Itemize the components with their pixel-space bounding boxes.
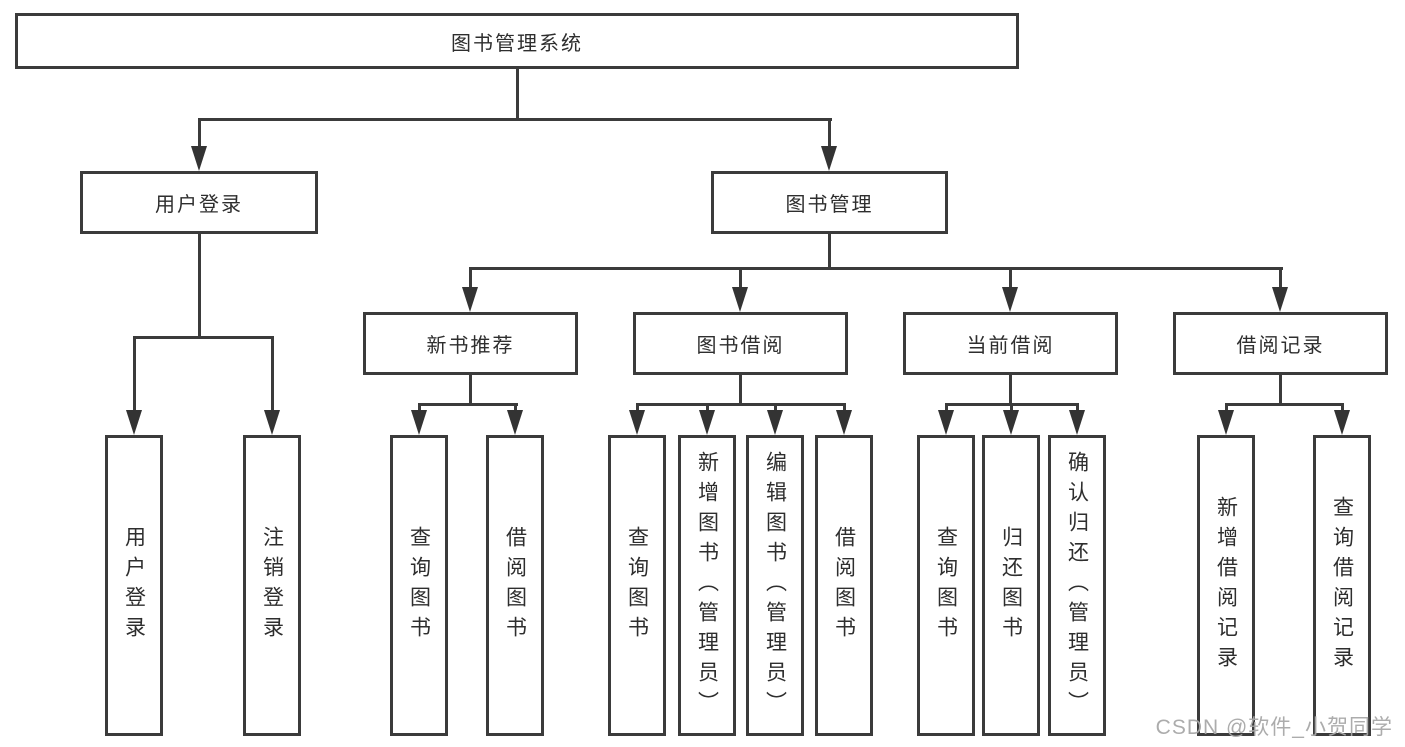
leaf-recommend-query-books-label: 查询图书 [407, 525, 431, 646]
arrowhead-down [507, 410, 523, 435]
arrowhead-down [938, 410, 954, 435]
connector-leaf-stub [706, 403, 709, 413]
leaf-logout: 注销登录 [243, 435, 301, 736]
connector-l3-stub [469, 267, 472, 291]
leaf-recommend-borrow-books: 借阅图书 [486, 435, 544, 736]
node-book-borrowing: 图书借阅 [633, 312, 848, 375]
leaf-borrowing-edit-books-admin: 编辑图书（管理员） [746, 435, 804, 736]
arrowhead-down [126, 410, 142, 435]
arrowhead-down [264, 410, 280, 435]
leaf-records-query-record-label: 查询借阅记录 [1330, 495, 1354, 676]
arrowhead-down [411, 410, 427, 435]
leaf-recommend-borrow-books-label: 借阅图书 [503, 525, 527, 646]
leaf-borrowing-add-books-admin: 新增图书（管理员） [678, 435, 736, 736]
connector-root-vline [516, 69, 519, 121]
node-current-borrowing-label: 当前借阅 [966, 335, 1055, 357]
connector-leaf-stub [1076, 403, 1079, 413]
node-library-system-label: 图书管理系统 [451, 32, 583, 55]
node-new-book-recommend: 新书推荐 [363, 312, 578, 375]
connector-leaf-stub [271, 336, 274, 414]
leaf-current-return-books: 归还图书 [982, 435, 1040, 736]
leaf-current-confirm-return-admin-label: 确认归还（管理员） [1065, 450, 1089, 721]
leaf-borrowing-borrow-books: 借阅图书 [815, 435, 873, 736]
csdn-watermark: CSDN @软件_小贺同学 [1155, 716, 1393, 739]
connector-leaf-stub [1341, 403, 1344, 413]
leaf-logout-label: 注销登录 [260, 525, 284, 646]
leaf-borrowing-edit-books-admin-label: 编辑图书（管理员） [763, 450, 787, 721]
node-book-management: 图书管理 [711, 171, 948, 234]
leaf-user-login-label: 用户登录 [122, 525, 146, 646]
arrowhead-down [462, 287, 478, 312]
connector-borrowing-hline [636, 403, 846, 406]
arrowhead-down [629, 410, 645, 435]
arrowhead-down [1272, 287, 1288, 312]
node-book-borrowing-label: 图书借阅 [696, 335, 785, 357]
connector-root-hline [198, 118, 832, 121]
leaf-records-add-record-label: 新增借阅记录 [1214, 495, 1238, 676]
leaf-current-query-books: 查询图书 [917, 435, 975, 736]
connector-leaf-stub [945, 403, 948, 413]
connector-userlogin-vline [198, 234, 201, 338]
leaf-borrowing-query-books-label: 查询图书 [625, 525, 649, 646]
connector-userlogin-hline [133, 336, 274, 339]
connector-records-vline [1279, 375, 1282, 406]
connector-leaf-stub [1225, 403, 1228, 413]
arrowhead-down [836, 410, 852, 435]
node-borrowing-records-label: 借阅记录 [1236, 335, 1325, 357]
arrowhead-down [191, 146, 207, 171]
leaf-borrowing-add-books-admin-label: 新增图书（管理员） [695, 450, 719, 721]
arrowhead-down [732, 287, 748, 312]
connector-bookmgmt-hline [469, 267, 1283, 270]
connector-l3-stub [739, 267, 742, 291]
connector-userlogin-stub [198, 118, 201, 150]
arrowhead-down [821, 146, 837, 171]
connector-recommend-hline [418, 403, 518, 406]
connector-borrowing-vline [739, 375, 742, 406]
connector-leaf-stub [1010, 403, 1013, 413]
node-new-book-recommend-label: 新书推荐 [426, 335, 515, 357]
node-borrowing-records: 借阅记录 [1173, 312, 1388, 375]
arrowhead-down [1002, 287, 1018, 312]
connector-leaf-stub [418, 403, 421, 413]
arrowhead-down [767, 410, 783, 435]
arrowhead-down [1218, 410, 1234, 435]
leaf-current-query-books-label: 查询图书 [934, 525, 958, 646]
connector-bookmgmt-stub [828, 118, 831, 150]
arrowhead-down [1003, 410, 1019, 435]
leaf-recommend-query-books: 查询图书 [390, 435, 448, 736]
leaf-user-login: 用户登录 [105, 435, 163, 736]
connector-bookmgmt-vline [828, 234, 831, 270]
arrowhead-down [1334, 410, 1350, 435]
leaf-records-add-record: 新增借阅记录 [1197, 435, 1255, 736]
node-book-management-label: 图书管理 [785, 194, 874, 216]
arrowhead-down [1069, 410, 1085, 435]
leaf-current-return-books-label: 归还图书 [999, 525, 1023, 646]
connector-leaf-stub [843, 403, 846, 413]
connector-leaf-stub [636, 403, 639, 413]
node-library-system: 图书管理系统 [15, 13, 1019, 69]
connector-leaf-stub [133, 336, 136, 414]
connector-recommend-vline [469, 375, 472, 406]
connector-leaf-stub [774, 403, 777, 413]
node-user-login-label: 用户登录 [155, 194, 243, 216]
leaf-current-confirm-return-admin: 确认归还（管理员） [1048, 435, 1106, 736]
leaf-borrowing-query-books: 查询图书 [608, 435, 666, 736]
connector-l3-stub [1279, 267, 1282, 291]
connector-current-vline [1009, 375, 1012, 406]
node-user-login: 用户登录 [80, 171, 318, 234]
connector-leaf-stub [514, 403, 517, 413]
node-current-borrowing: 当前借阅 [903, 312, 1118, 375]
connector-l3-stub [1009, 267, 1012, 291]
arrowhead-down [699, 410, 715, 435]
leaf-records-query-record: 查询借阅记录 [1313, 435, 1371, 736]
connector-records-hline [1225, 403, 1344, 406]
leaf-borrowing-borrow-books-label: 借阅图书 [832, 525, 856, 646]
